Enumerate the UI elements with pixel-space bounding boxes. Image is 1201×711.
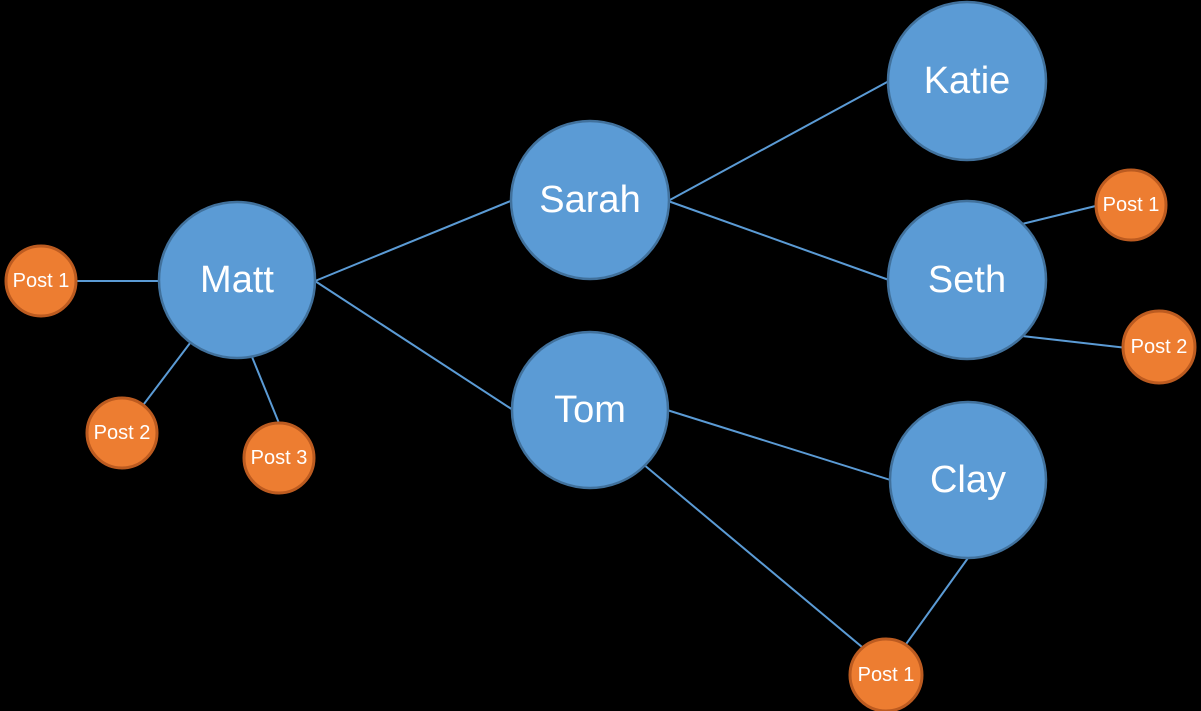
node-matt[interactable]: Matt [157,200,317,360]
edge-sarah-seth [667,200,890,281]
post-circle-post1-matt[interactable] [4,244,78,318]
node-sarah[interactable]: Sarah [509,119,671,281]
person-circle-tom[interactable] [510,330,670,490]
node-post3-matt[interactable]: Post 3 [242,421,316,495]
post-circle-post2-seth[interactable] [1121,309,1197,385]
post-circle-post2-matt[interactable] [85,396,159,470]
node-post1-matt[interactable]: Post 1 [4,244,78,318]
node-clay[interactable]: Clay [888,400,1048,560]
edge-matt-tom [314,280,514,411]
post-circle-post1-seth[interactable] [1094,168,1168,242]
person-circle-clay[interactable] [888,400,1048,560]
node-post2-seth[interactable]: Post 2 [1121,309,1197,385]
edge-tom-post1-clay [642,463,875,658]
edge-matt-post3-matt [249,351,284,434]
edge-seth-post2-seth [1021,335,1137,350]
person-circle-seth[interactable] [886,199,1048,361]
post-circle-post3-matt[interactable] [242,421,316,495]
edge-sarah-katie [667,80,890,202]
node-post2-matt[interactable]: Post 2 [85,396,159,470]
edge-matt-sarah [314,199,514,282]
person-circle-sarah[interactable] [509,119,671,281]
node-katie[interactable]: Katie [886,0,1048,162]
person-circle-matt[interactable] [157,200,317,360]
node-post1-seth[interactable]: Post 1 [1094,168,1168,242]
edge-tom-clay [666,409,901,484]
node-tom[interactable]: Tom [510,330,670,490]
person-circle-katie[interactable] [886,0,1048,162]
node-seth[interactable]: Seth [886,199,1048,361]
node-post1-clay[interactable]: Post 1 [848,637,924,711]
post-circle-post1-clay[interactable] [848,637,924,711]
